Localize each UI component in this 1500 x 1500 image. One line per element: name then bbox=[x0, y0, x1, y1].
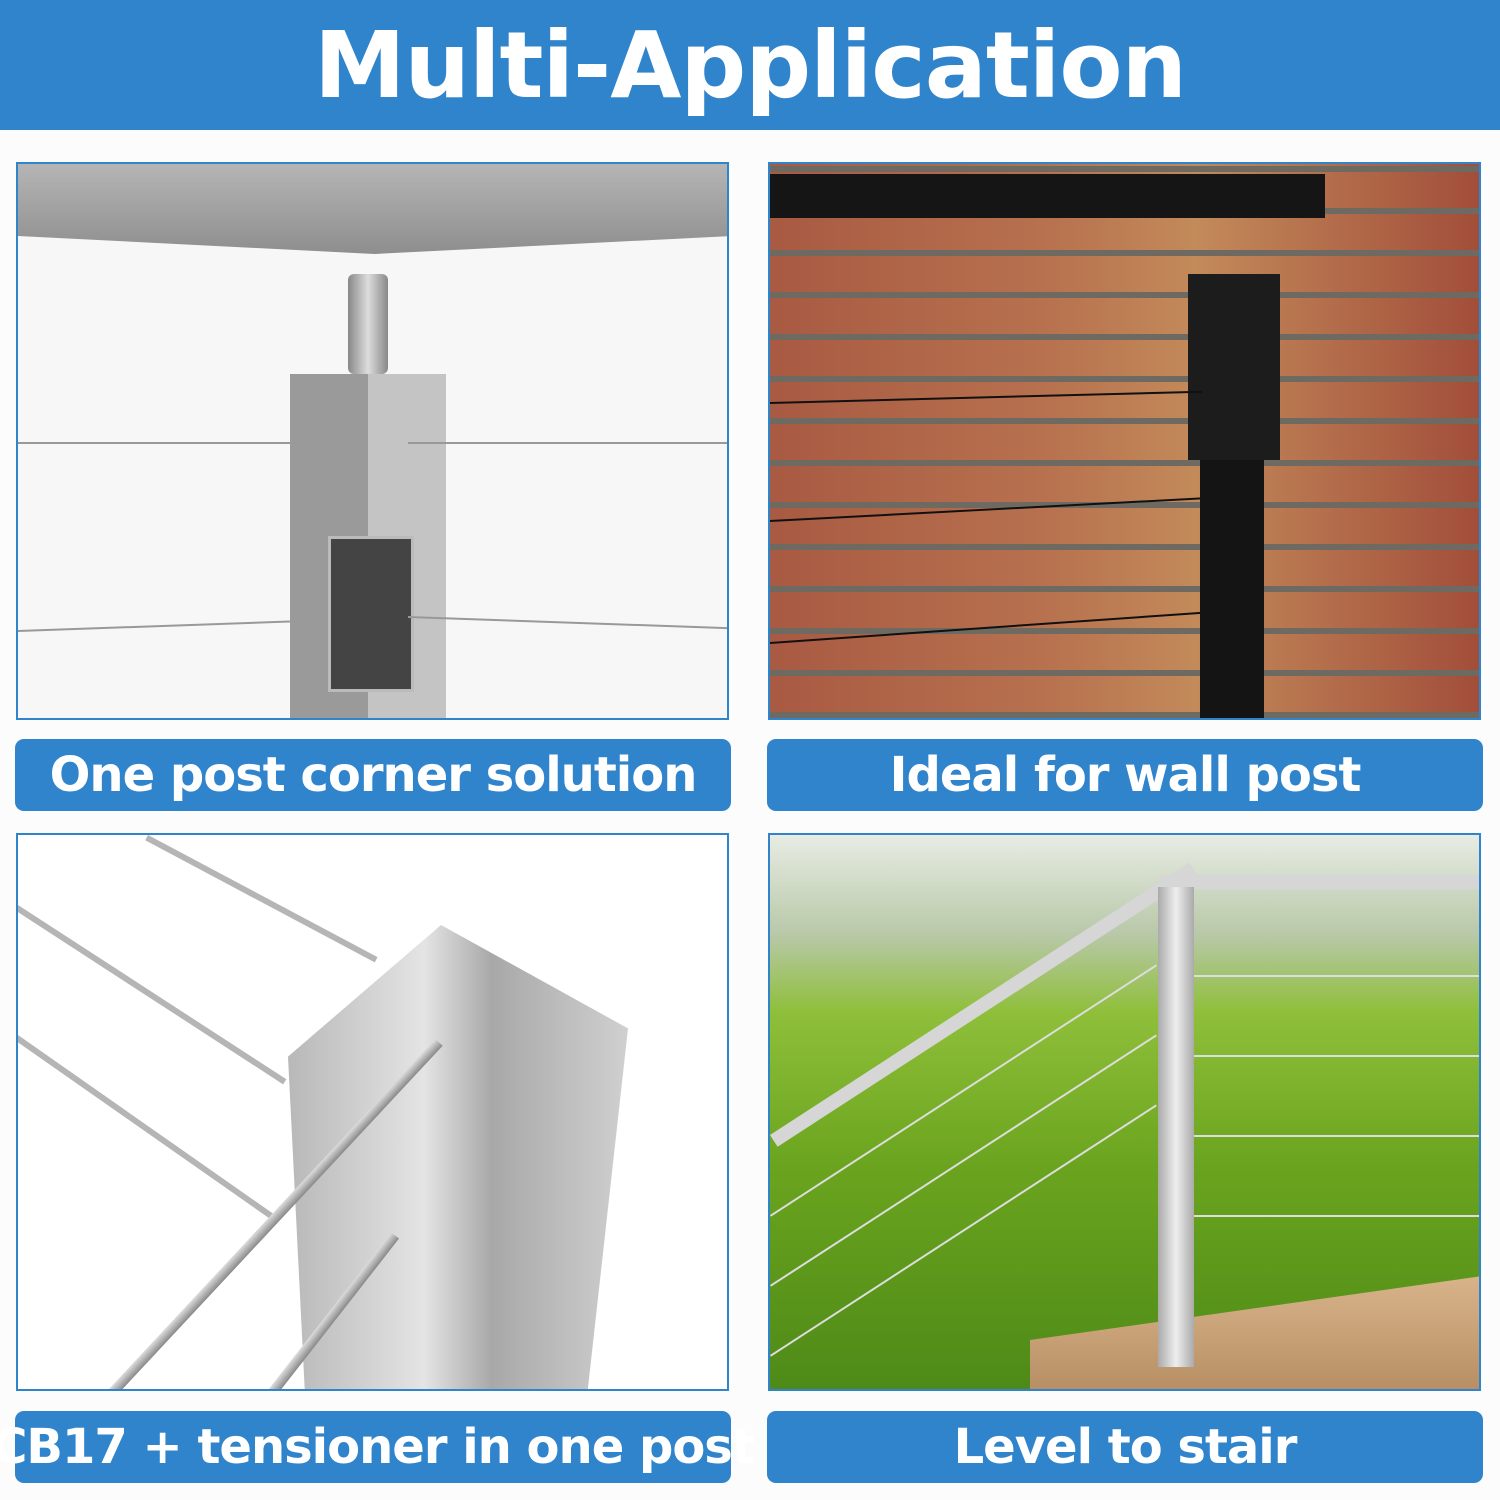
caption-stair: Level to stair bbox=[767, 1411, 1483, 1483]
corner-post-image bbox=[16, 162, 729, 720]
handrail bbox=[18, 164, 727, 254]
handrail bbox=[770, 174, 1325, 218]
stair-post bbox=[1158, 887, 1194, 1367]
caption-wall-post: Ideal for wall post bbox=[767, 739, 1483, 811]
wood-deck bbox=[1030, 1275, 1479, 1389]
top-rail-level bbox=[1160, 875, 1479, 889]
stair-railing-image bbox=[768, 833, 1481, 1391]
header-banner: Multi-Application bbox=[0, 0, 1500, 130]
swivel-connector bbox=[348, 274, 388, 374]
wall-post-image bbox=[768, 162, 1481, 720]
tensioner-post-image bbox=[16, 833, 729, 1391]
square-post bbox=[288, 925, 628, 1389]
black-post-upper bbox=[1188, 274, 1280, 460]
black-post-lower bbox=[1200, 460, 1264, 718]
caption-corner-post: One post corner solution bbox=[15, 739, 731, 811]
top-rail bbox=[770, 862, 1197, 1147]
tensioner-slot bbox=[328, 536, 414, 692]
caption-tensioner: CB17 + tensioner in one post bbox=[0, 1411, 755, 1483]
page-title: Multi-Application bbox=[313, 11, 1187, 119]
